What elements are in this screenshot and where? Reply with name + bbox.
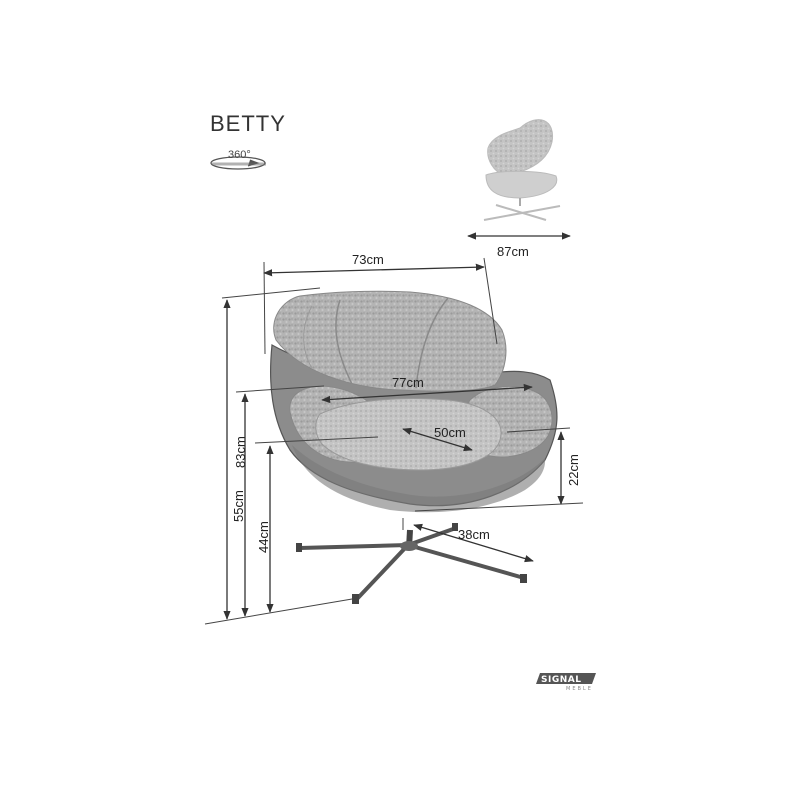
side-view-chair: [483, 119, 561, 221]
depth-label: 87cm: [497, 244, 529, 259]
rotation-icon: [210, 156, 266, 170]
armrest-above-seat-label: 22cm: [566, 454, 581, 486]
top-width-extension-right: [483, 257, 498, 345]
seat-width-label: 77cm: [392, 375, 424, 390]
product-title: BETTY: [210, 111, 286, 136]
top-width-line: [263, 263, 485, 277]
seat-height-label: 44cm: [256, 521, 271, 553]
brand-logo: SIGNAL MEBLE: [536, 673, 596, 692]
brand-name: SIGNAL: [541, 675, 581, 685]
main-chair: [270, 290, 558, 604]
top-width-label: 73cm: [352, 252, 384, 267]
base-radius-line: [413, 523, 534, 563]
brand-sub: MEBLE: [566, 686, 593, 692]
rotation-label: 360°: [228, 149, 251, 161]
height-ref-armrest: [235, 385, 325, 393]
seat-depth-line: [402, 427, 473, 452]
total-height-label: 83cm: [233, 436, 248, 468]
height-ref-seat: [254, 436, 379, 444]
height-ref-top: [221, 287, 321, 299]
height-ref-seat-right: [414, 502, 584, 512]
seat-width-line: [321, 383, 533, 404]
armrest-height-label: 55cm: [231, 490, 246, 522]
height-ref-armrest-right: [506, 427, 571, 433]
swivel-base: [296, 523, 527, 604]
base-radius-label: 38cm: [458, 527, 490, 542]
height-ref-floor: [204, 597, 359, 625]
seat-depth-label: 50cm: [434, 425, 466, 440]
top-width-extension-left: [263, 261, 266, 355]
